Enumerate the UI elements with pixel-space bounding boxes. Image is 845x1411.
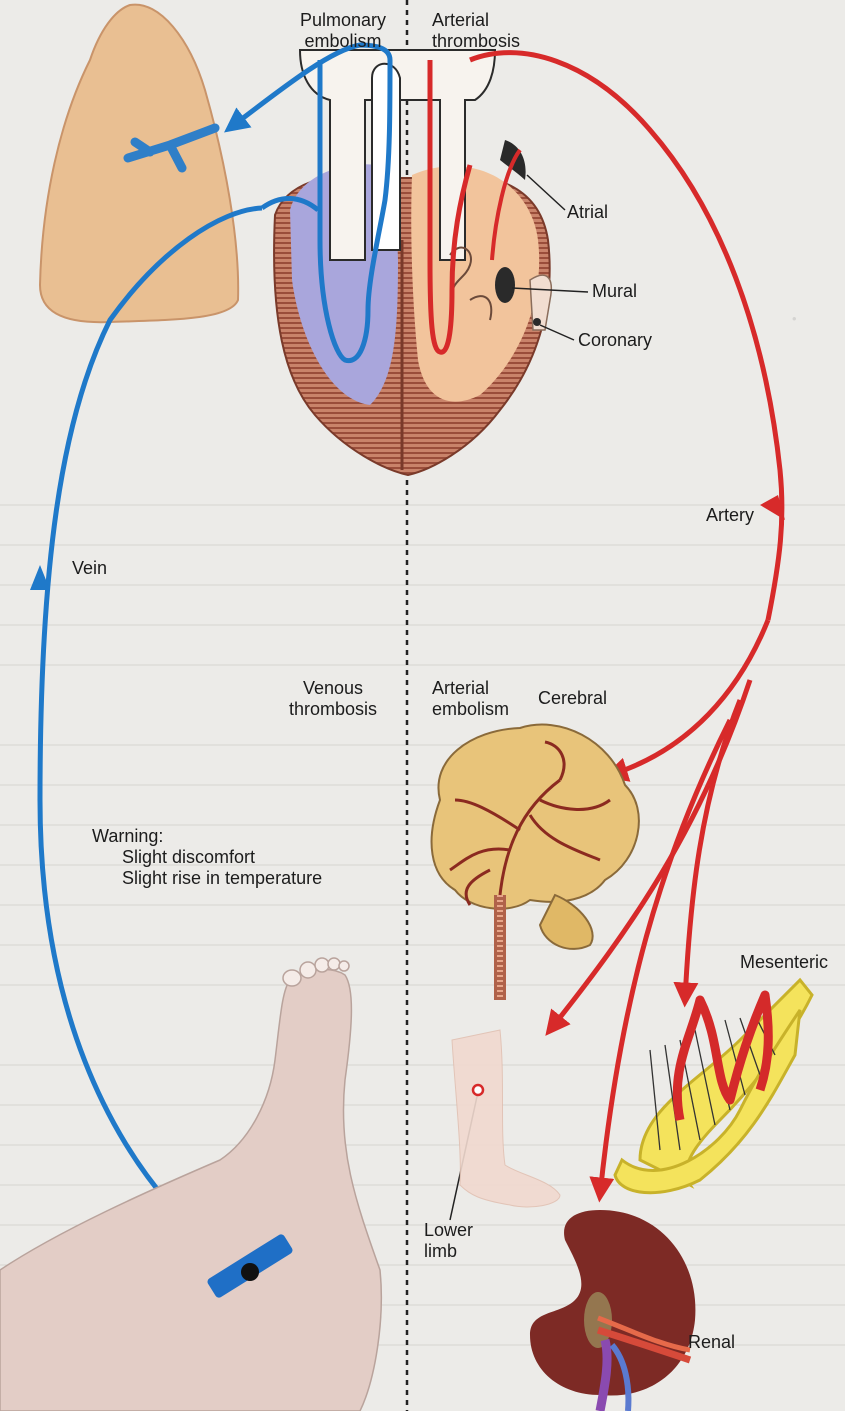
brain-illustration	[432, 725, 639, 1000]
lower-limb-label: Lower limb	[424, 1220, 473, 1262]
arterial-embolism-label: Arterial embolism	[432, 678, 509, 720]
warning-line-temperature: Slight rise in temperature	[92, 868, 322, 889]
arterial-embolism-line1: Arterial	[432, 678, 509, 699]
mural-label: Mural	[592, 281, 637, 302]
arterial-embolism-line2: embolism	[432, 699, 509, 720]
coronary-label: Coronary	[578, 330, 652, 351]
lower-limb-line2: limb	[424, 1241, 473, 1262]
arterial-thrombosis-label: Arterial thrombosis	[432, 10, 520, 52]
artery-label: Artery	[706, 505, 754, 526]
atrial-label: Atrial	[567, 202, 608, 223]
renal-label: Renal	[688, 1332, 735, 1353]
lower-limb-line1: Lower	[424, 1220, 473, 1241]
vein-path	[40, 208, 262, 1272]
vein-label: Vein	[72, 558, 107, 579]
warning-label: Warning: Slight discomfort Slight rise i…	[92, 826, 322, 889]
venous-thrombosis-label: Venous thrombosis	[278, 678, 388, 720]
warning-heading: Warning:	[92, 826, 322, 847]
arterial-thrombosis-line2: thrombosis	[432, 31, 520, 52]
lower-limb-illustration	[452, 1030, 560, 1207]
cerebral-label: Cerebral	[538, 688, 607, 709]
mesentery-illustration	[615, 980, 812, 1193]
venous-thrombosis-line2: thrombosis	[278, 699, 388, 720]
pulmonary-embolism-label: Pulmonary embolism	[288, 10, 398, 52]
pulmonary-embolism-line1: Pulmonary	[288, 10, 398, 31]
mesenteric-label: Mesenteric	[740, 952, 828, 973]
warning-line-discomfort: Slight discomfort	[92, 847, 322, 868]
venous-thrombosis-line1: Venous	[278, 678, 388, 699]
kidney-illustration	[530, 1210, 695, 1411]
arterial-thrombosis-line1: Arterial	[432, 10, 520, 31]
lung-illustration	[40, 5, 238, 323]
pulmonary-embolism-line2: embolism	[288, 31, 398, 52]
